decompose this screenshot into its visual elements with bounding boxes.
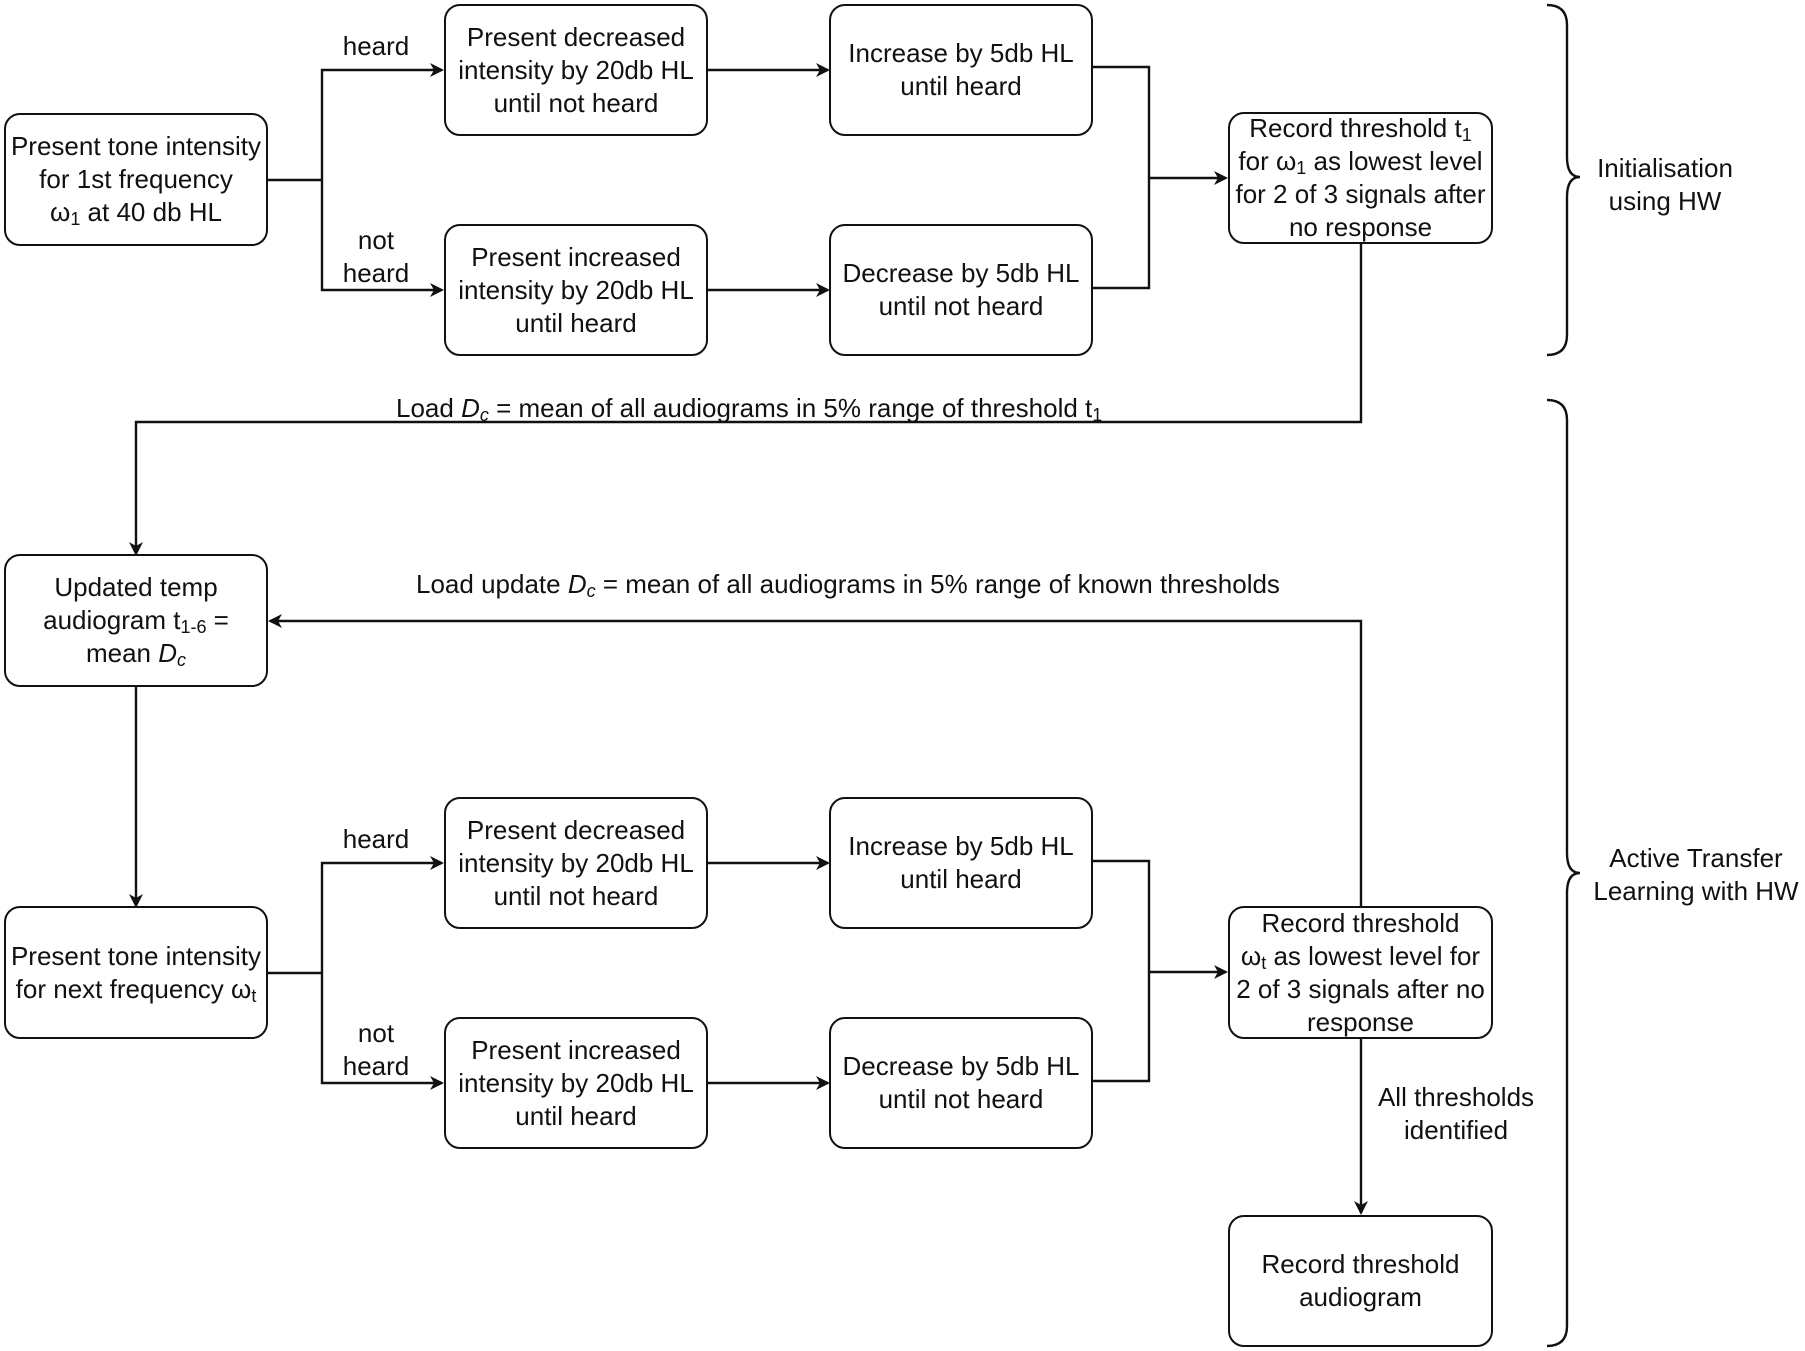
node-increase-5-bottom: Increase by 5db HL until heard <box>829 797 1093 929</box>
edge-load-update-dc <box>268 614 1363 906</box>
node-line: no response <box>1288 212 1433 242</box>
edge-label-line: identified <box>1403 1115 1509 1145</box>
node-line: for 2 of 3 signals after <box>1235 179 1486 209</box>
edge-label-not-heard-top: not heard <box>336 224 416 290</box>
section-label-line: using HW <box>1608 186 1722 216</box>
node-increase-5-top: Increase by 5db HL until heard <box>829 4 1093 136</box>
node-line: audiogram t1-6 = <box>43 605 229 637</box>
section-label-line: Learning with HW <box>1593 876 1799 906</box>
node-decrease-5-bottom: Decrease by 5db HL until not heard <box>829 1017 1093 1149</box>
section-label-line: Initialisation <box>1597 153 1733 183</box>
node-line: Decrease by 5db HL <box>842 258 1080 288</box>
node-record-wt: Record threshold ωt as lowest level for … <box>1228 906 1493 1039</box>
node-line: until not heard <box>878 1084 1044 1114</box>
edge-label-line: heard <box>342 258 410 288</box>
node-line: Updated temp <box>54 572 218 602</box>
node-line: ω1 at 40 db HL <box>50 197 222 229</box>
node-line: audiogram <box>1299 1282 1422 1312</box>
node-line: until not heard <box>878 291 1044 321</box>
node-line: until heard <box>515 307 637 338</box>
node-line: Increase by 5db HL <box>848 831 1074 861</box>
edge-label-line: heard <box>342 1051 410 1081</box>
edge-label-line: All thresholds <box>1377 1082 1535 1112</box>
node-line: for ω1 as lowest level <box>1238 146 1483 178</box>
node-increased-top: Present increased intensity by 20db HL u… <box>444 224 708 356</box>
edge-not-heard-bottom <box>320 973 444 1090</box>
edge-not-heard-top <box>320 180 444 297</box>
node-line: Decrease by 5db HL <box>842 1051 1080 1081</box>
node-line: until not heard <box>493 880 659 911</box>
edge-label-not-heard-bottom: not heard <box>336 1017 416 1083</box>
section-label-initialisation: Initialisation using HW <box>1585 152 1745 218</box>
node-line: response <box>1307 1006 1414 1037</box>
node-line: for 1st frequency <box>39 164 233 194</box>
brace-initialisation <box>1546 3 1581 357</box>
edge-label-load-update-dc: Load update Dc = mean of all audiograms … <box>416 569 1280 601</box>
node-line: intensity by 20db HL <box>458 54 694 85</box>
node-line: for next frequency ωt <box>15 973 257 1006</box>
node-line: intensity by 20db HL <box>458 274 694 305</box>
node-line: Increase by 5db HL <box>848 38 1074 68</box>
node-increased-bottom: Present increased intensity by 20db HL u… <box>444 1017 708 1149</box>
node-line: Present decreased <box>466 21 686 52</box>
node-record-t1: Record threshold t1 for ω1 as lowest lev… <box>1228 112 1493 244</box>
node-line: intensity by 20db HL <box>458 847 694 878</box>
node-decreased-bottom: Present decreased intensity by 20db HL u… <box>444 797 708 929</box>
section-label-line: Active Transfer <box>1609 843 1783 873</box>
node-present-tone-next: Present tone intensity for next frequenc… <box>4 906 268 1039</box>
node-line: Present increased <box>471 1034 681 1065</box>
edge-increase5-merge-top <box>1093 65 1151 290</box>
node-present-tone-first: Present tone intensity for 1st frequency… <box>4 113 268 246</box>
edge-heard-top <box>320 63 444 180</box>
edge-label-load-dc: Load Dc = mean of all audiograms in 5% r… <box>396 393 1103 425</box>
node-line: until heard <box>900 71 1022 101</box>
node-line: Present decreased <box>466 814 686 845</box>
edge-heard-bottom <box>320 856 444 973</box>
node-line: Present increased <box>471 241 681 272</box>
node-line: mean Dc <box>85 638 187 670</box>
node-line: 2 of 3 signals after no <box>1236 973 1485 1004</box>
edge-label-line: not <box>357 1018 395 1048</box>
node-line: Record threshold t1 <box>1249 113 1472 145</box>
node-line: Present tone intensity <box>10 940 262 971</box>
edge-label-line: not <box>357 225 395 255</box>
node-updated-temp: Updated temp audiogram t1-6 = mean Dc <box>4 554 268 687</box>
node-decreased-top: Present decreased intensity by 20db HL u… <box>444 4 708 136</box>
edge-increase5-merge-bottom <box>1093 859 1151 1083</box>
node-record-audiogram: Record threshold audiogram <box>1228 1215 1493 1347</box>
node-line: ωt as lowest level for <box>1240 940 1481 973</box>
node-line: Record threshold <box>1261 907 1460 938</box>
node-line: intensity by 20db HL <box>458 1067 694 1098</box>
node-line: until heard <box>900 864 1022 894</box>
node-decrease-5-top: Decrease by 5db HL until not heard <box>829 224 1093 356</box>
node-line: Record threshold <box>1261 1249 1460 1279</box>
edge-label-heard-top: heard <box>342 31 410 61</box>
node-line: Present tone intensity <box>10 131 262 161</box>
section-label-active-transfer: Active Transfer Learning with HW <box>1587 842 1805 908</box>
edge-load-dc <box>129 244 1363 556</box>
edge-label-heard-bottom: heard <box>342 824 410 854</box>
node-line: until not heard <box>493 87 659 118</box>
brace-active-transfer <box>1546 398 1581 1348</box>
edge-label-all-identified: All thresholds identified <box>1366 1081 1546 1147</box>
node-line: until heard <box>515 1100 637 1131</box>
